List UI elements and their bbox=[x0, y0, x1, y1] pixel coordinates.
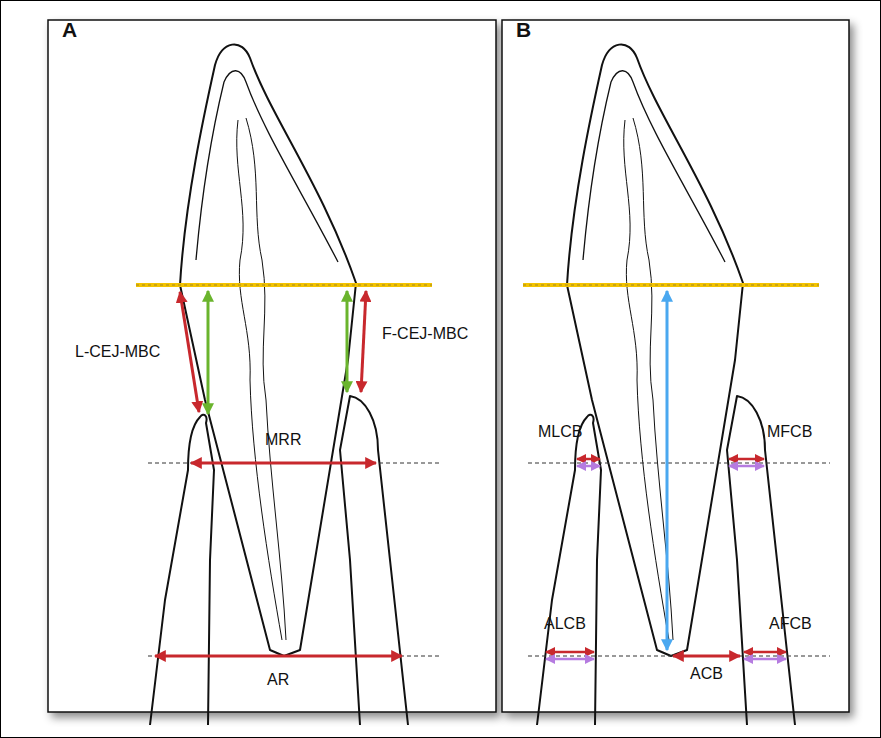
measurement-label: L-CEJ-MBC bbox=[75, 343, 160, 361]
measurement-label: AFCB bbox=[769, 615, 812, 633]
measurement-label: MFCB bbox=[767, 423, 812, 441]
measurement-label: ACB bbox=[690, 665, 723, 683]
measurement-label: ALCB bbox=[544, 615, 586, 633]
measurement-label: MRR bbox=[265, 431, 301, 449]
measurement-label: F-CEJ-MBC bbox=[382, 325, 468, 343]
measurement-label: MLCB bbox=[538, 423, 582, 441]
panel-letter: B bbox=[516, 18, 531, 41]
measurement-label: AR bbox=[267, 671, 289, 689]
panel-letter: A bbox=[62, 18, 77, 41]
